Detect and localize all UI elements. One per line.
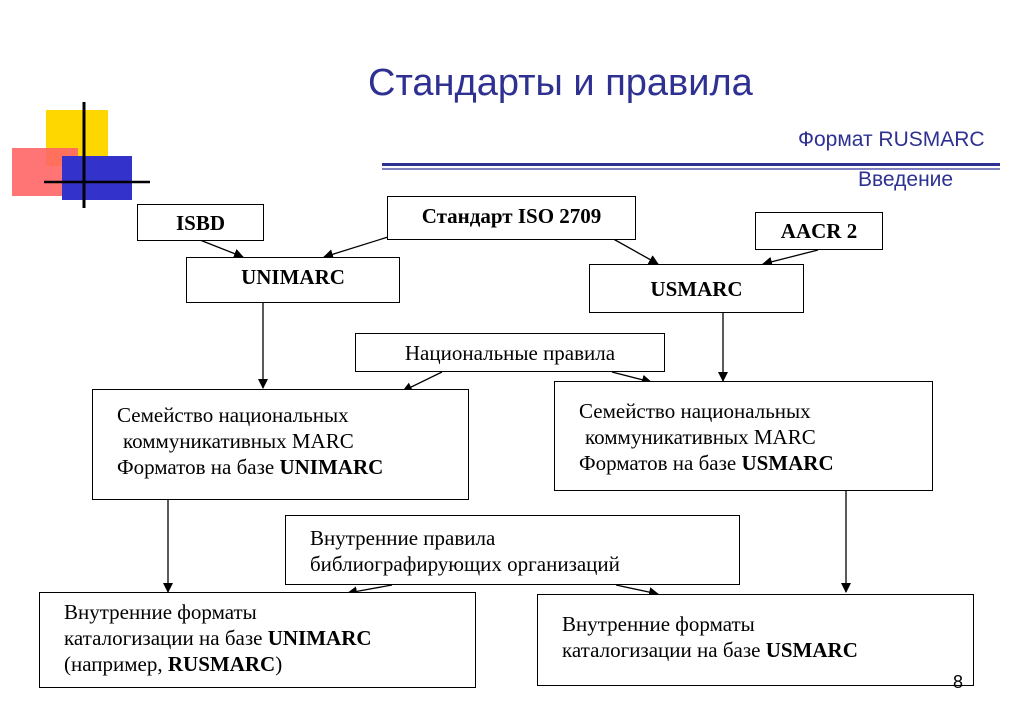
blue-square <box>62 156 132 200</box>
arrow-iso-usmarc <box>607 235 659 265</box>
internal-unimarc-line1: Внутренние форматы <box>64 600 257 624</box>
arrow-national-family-unimarc <box>402 371 443 392</box>
usmarc-box: USMARC <box>589 264 804 313</box>
unimarc-box: UNIMARC <box>186 257 400 303</box>
internal-rules-line1: Внутренние правила <box>310 526 496 550</box>
arrow-iso-unimarc <box>323 236 389 260</box>
arrow-national-family-usmarc <box>611 371 652 385</box>
internal-unimarc-line2: каталогизации на базе UNIMARC <box>64 626 372 650</box>
family-unimarc-line3: Форматов на базе UNIMARC <box>117 455 384 479</box>
slide-section: Введение <box>858 168 954 191</box>
national-rules-box: Национальные правила <box>355 333 665 372</box>
internal-usmarc-line2: каталогизации на базе USMARC <box>562 638 858 662</box>
internal-usmarc-line1: Внутренние форматы <box>562 612 755 636</box>
isbd-box: ISBD <box>137 204 264 241</box>
arrow-aacr-usmarc <box>762 249 819 267</box>
slide-subtitle: Формат RUSMARC <box>798 128 985 151</box>
arrow-rules-internal-usmarc <box>615 584 659 598</box>
family-usmarc-box: Семейство национальных коммуникативных M… <box>554 381 933 491</box>
internal-usmarc-box: Внутренние форматы каталогизации на базе… <box>537 594 974 686</box>
aacr2-label: AACR 2 <box>780 219 858 243</box>
internal-rules-line2: библиографирующих организаций <box>310 552 620 576</box>
page-number: 8 <box>953 672 964 692</box>
family-usmarc-line3: Форматов на базе USMARC <box>579 451 834 475</box>
decorative-squares-logo <box>12 102 150 208</box>
internal-unimarc-line3: (например, RUSMARC) <box>64 652 283 676</box>
usmarc-label: USMARC <box>650 276 743 301</box>
family-unimarc-line1: Семейство национальных <box>117 403 349 427</box>
title-rule-light <box>382 168 1000 170</box>
iso-2709-label: Стандарт ISO 2709 <box>421 204 602 228</box>
internal-rules-box: Внутренние правила библиографирующих орг… <box>285 515 740 585</box>
isbd-label: ISBD <box>175 210 226 235</box>
iso-2709-box: Стандарт ISO 2709 <box>387 196 636 240</box>
title-rule <box>382 163 1000 166</box>
arrow-rules-internal-unimarc <box>347 584 393 597</box>
unimarc-label: UNIMARC <box>241 265 345 289</box>
slide-title: Стандарты и правила <box>368 62 753 104</box>
arrow-isbd-unimarc <box>199 239 244 259</box>
family-unimarc-box: Семейство национальных коммуникативных M… <box>92 389 469 500</box>
internal-unimarc-box: Внутренние форматы каталогизации на базе… <box>39 592 476 688</box>
aacr2-box: AACR 2 <box>755 212 883 250</box>
family-usmarc-line1: Семейство национальных <box>579 399 811 423</box>
national-rules-label: Национальные правила <box>404 340 616 365</box>
family-unimarc-line2: коммуникативных MARC <box>123 429 354 453</box>
family-usmarc-line2: коммуникативных MARC <box>585 425 816 449</box>
